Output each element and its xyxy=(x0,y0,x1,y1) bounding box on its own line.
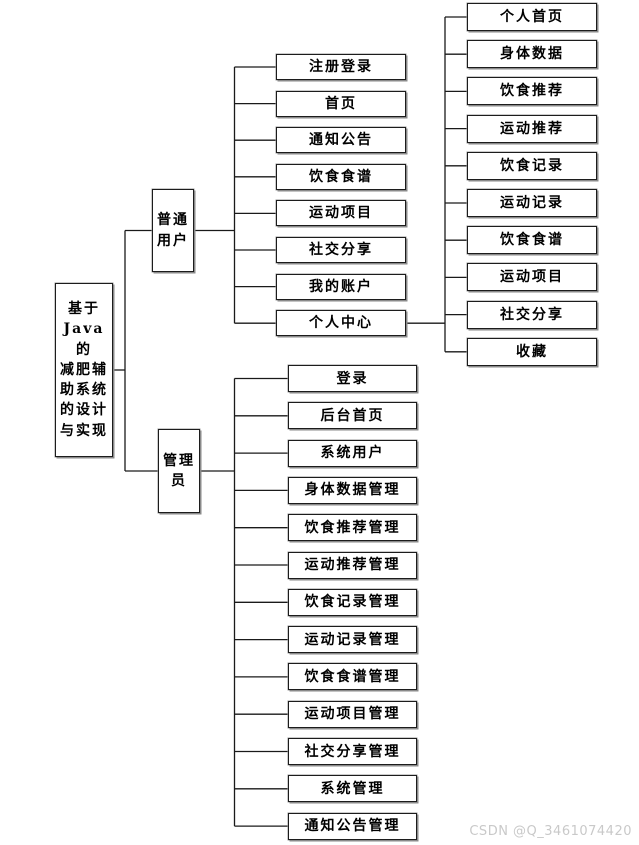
leaf-node: 注册登录 xyxy=(276,54,406,80)
leaf-node: 社交分享 xyxy=(467,300,597,329)
leaf-node: 社交分享管理 xyxy=(288,738,417,765)
leaf-node: 运动推荐管理 xyxy=(288,551,417,579)
leaf-node: 通知公告管理 xyxy=(288,812,417,840)
leaf-node: 首页 xyxy=(276,90,406,117)
leaf-node: 运动记录 xyxy=(467,189,597,217)
leaf-node: 系统管理 xyxy=(288,775,417,803)
branch-node-user: 普通 用户 xyxy=(152,189,194,272)
leaf-node: 饮食食谱 xyxy=(276,163,406,190)
leaf-node: 后台首页 xyxy=(288,402,417,430)
leaf-node: 身体数据管理 xyxy=(288,476,417,504)
leaf-node: 系统用户 xyxy=(288,439,417,467)
leaf-node: 个人中心 xyxy=(276,310,406,337)
leaf-node: 饮食推荐 xyxy=(467,77,597,106)
leaf-node: 我的账户 xyxy=(276,273,406,300)
leaf-node: 登录 xyxy=(288,365,417,392)
leaf-node: 运动记录管理 xyxy=(288,626,417,654)
leaf-node: 运动项目管理 xyxy=(288,700,417,728)
leaf-node: 饮食记录 xyxy=(467,151,597,180)
leaf-node: 身体数据 xyxy=(467,40,597,69)
leaf-node: 个人首页 xyxy=(467,3,597,31)
leaf-node: 收藏 xyxy=(467,337,597,366)
leaf-node: 饮食推荐管理 xyxy=(288,514,417,542)
leaf-node: 运动项目 xyxy=(276,200,406,227)
watermark: CSDN @Q_3461074420 xyxy=(469,824,632,839)
leaf-node: 运动项目 xyxy=(467,263,597,292)
leaf-node: 饮食食谱 xyxy=(467,226,597,255)
leaf-node: 饮食食谱管理 xyxy=(288,663,417,691)
leaf-node: 饮食记录管理 xyxy=(288,588,417,616)
branch-node-admin: 管理 员 xyxy=(158,429,200,513)
leaf-node: 运动推荐 xyxy=(467,114,597,143)
leaf-node: 社交分享 xyxy=(276,237,406,263)
root-node: 基于 Java的 减肥辅 助系统 的设计 与实现 xyxy=(55,283,113,457)
leaf-node: 通知公告 xyxy=(276,127,406,154)
